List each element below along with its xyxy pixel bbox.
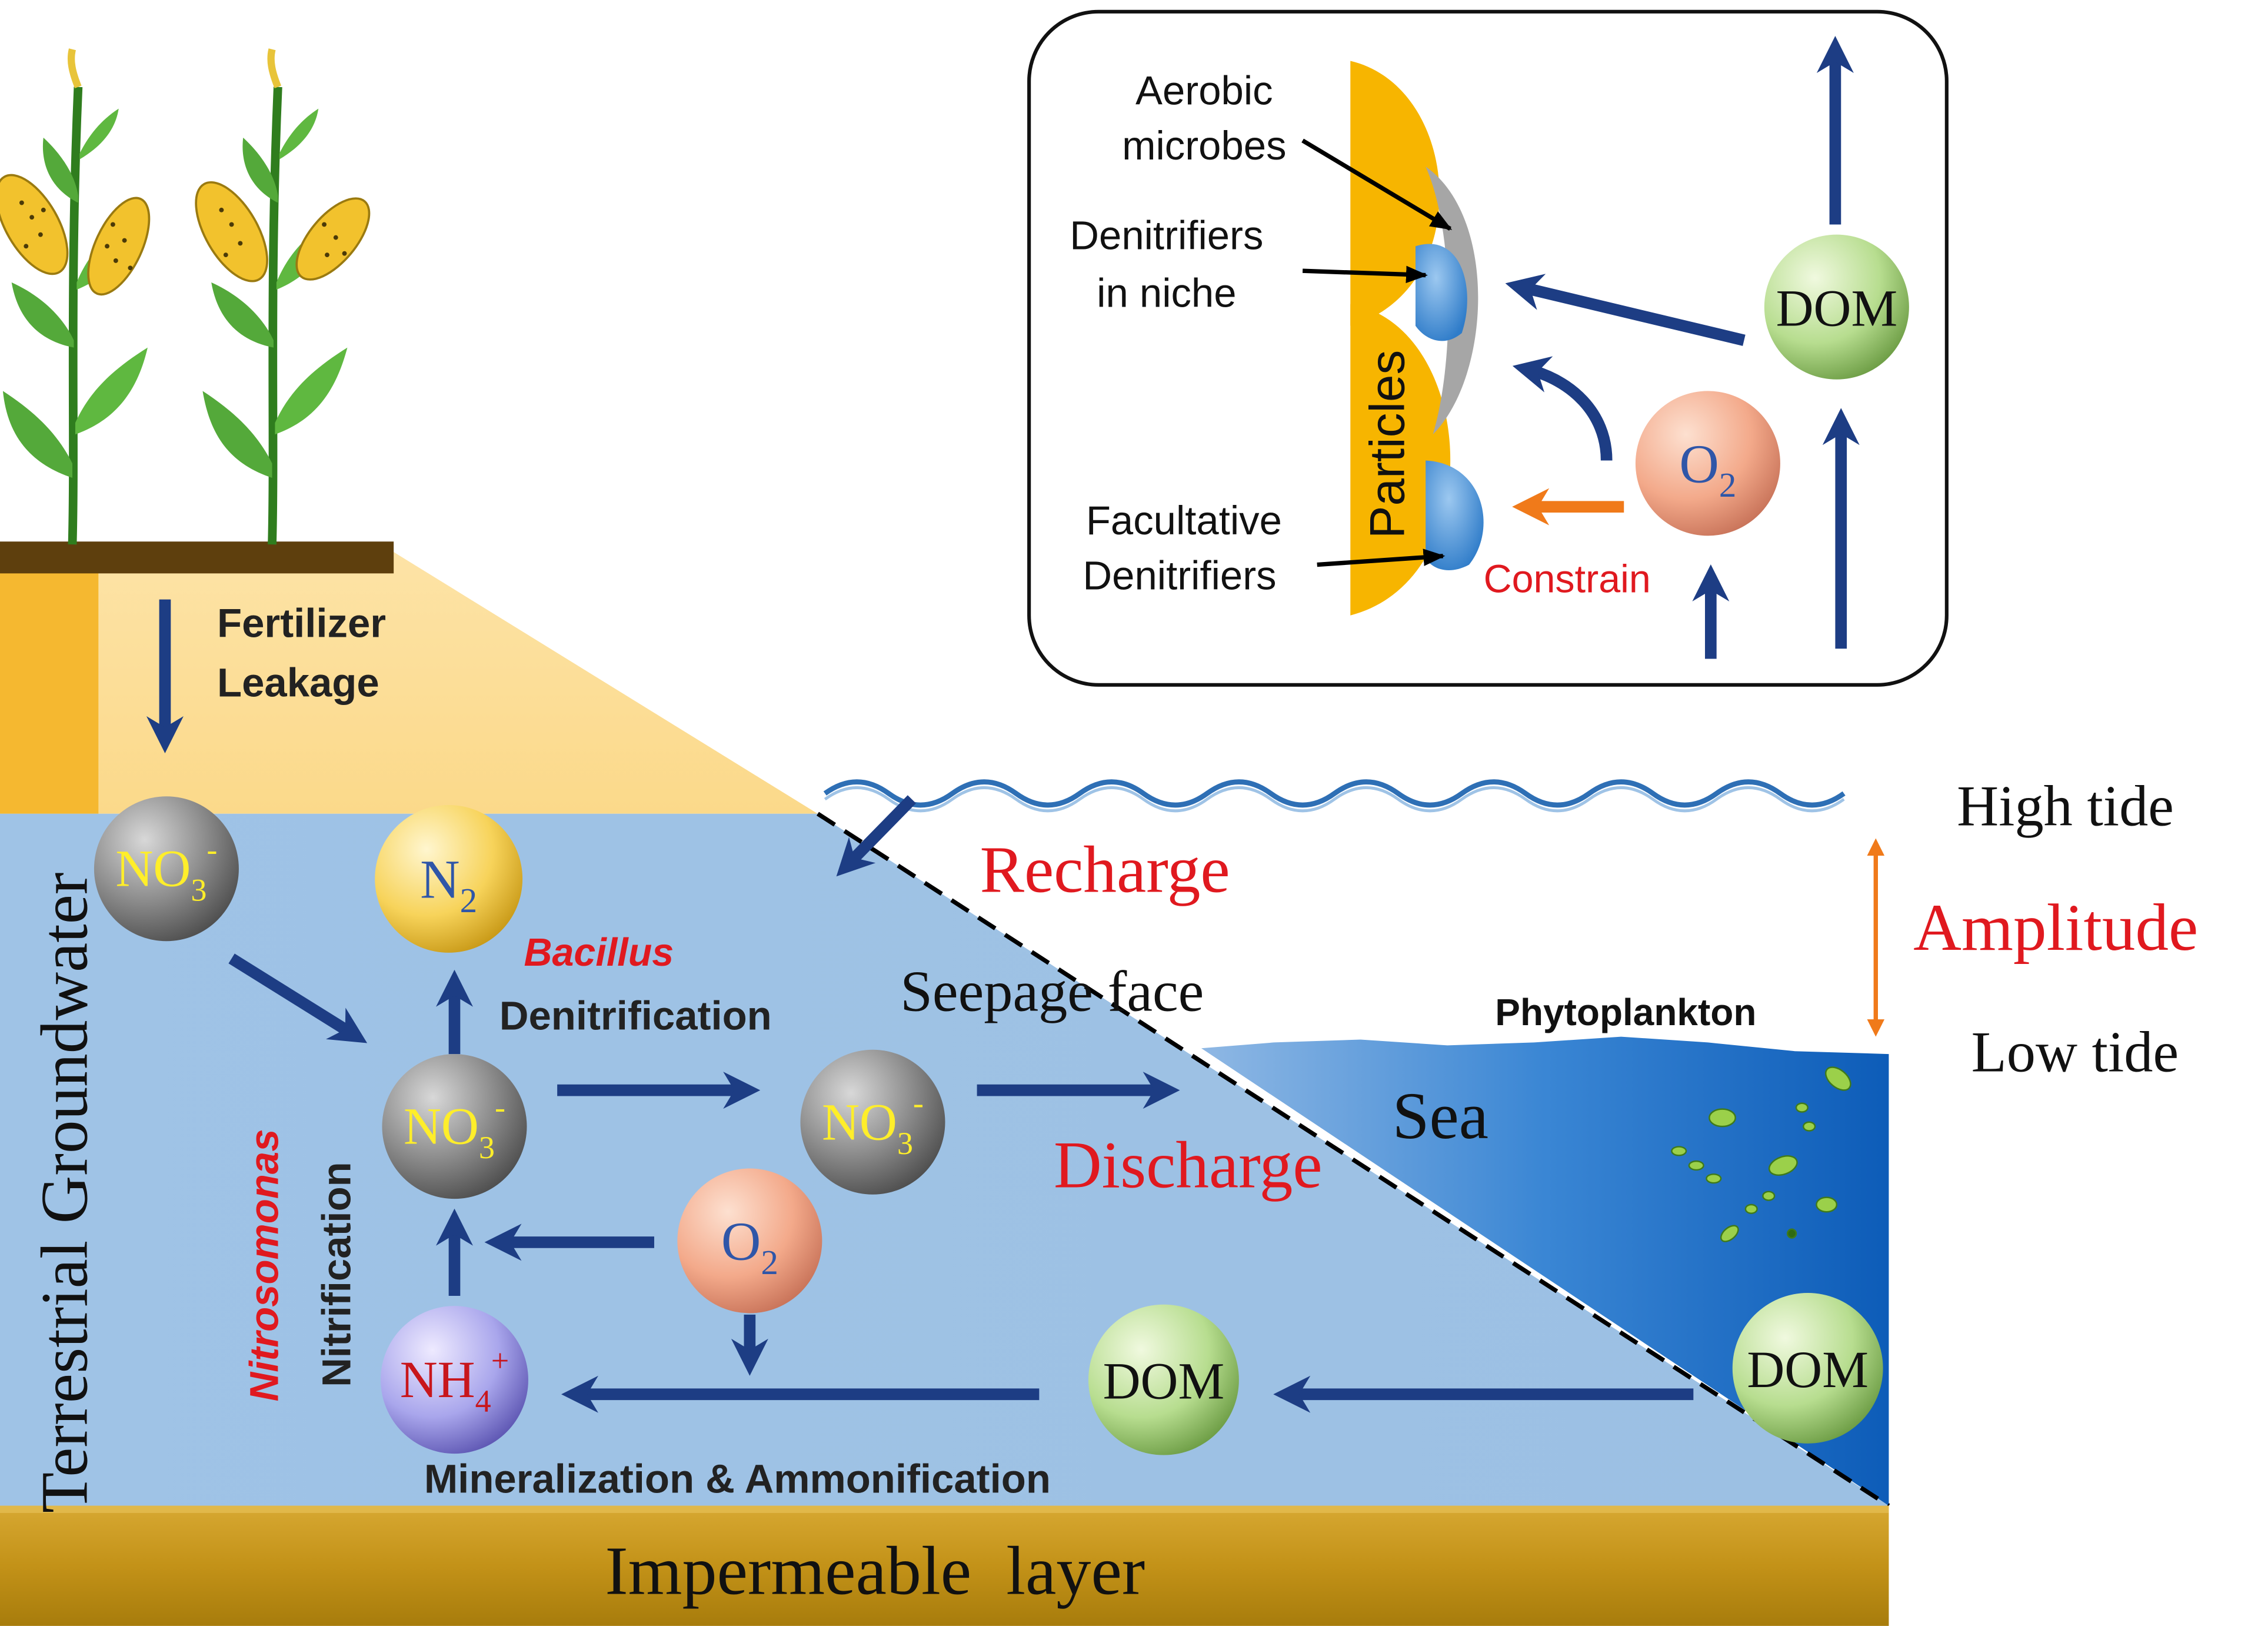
- sea-label: Sea: [1393, 1079, 1488, 1153]
- fertilizer-label-line1: Fertilizer: [217, 601, 386, 646]
- denitrifiers-label-line2: in niche: [1097, 271, 1236, 316]
- bacillus-label: Bacillus: [524, 931, 674, 975]
- nitrosomonas-label: Nitrosomonas: [241, 1129, 287, 1401]
- inset-panel: Particles Aerobic microbes Denitrifiers …: [1027, 9, 1949, 687]
- svg-text:DOM: DOM: [1776, 280, 1898, 338]
- high-tide-wave: [823, 779, 1846, 808]
- fertilizer-label-line2: Leakage: [217, 660, 379, 705]
- inset-curved-arrow: [1512, 356, 1613, 461]
- corn-plant-right: [195, 48, 371, 545]
- node-o2-main: O2: [677, 1168, 822, 1314]
- arrow-recharge: [836, 795, 916, 877]
- node-nh4: NH4+: [381, 1306, 528, 1454]
- low-tide-label: Low tide: [1971, 1020, 2179, 1085]
- facultative-label-line2: Denitrifiers: [1083, 553, 1276, 598]
- constrain-label: Constrain: [1484, 557, 1651, 601]
- phytoplankton-cells: [1671, 1066, 1851, 1242]
- seepage-dashed-line: [816, 812, 1890, 1508]
- node-dom-center: DOM: [1088, 1304, 1239, 1455]
- impermeable-top-edge: [0, 1505, 1889, 1513]
- inset-arrow-dom-to-particle: [1505, 274, 1746, 346]
- high-tide-wave-shadow: [824, 786, 1845, 813]
- node-o2-inset: O2: [1635, 391, 1780, 536]
- svg-text:DOM: DOM: [1103, 1353, 1225, 1411]
- sea-zone: [1201, 1036, 1889, 1506]
- particles-label: Particles: [1359, 350, 1414, 539]
- terrestrial-yellow-zone: [0, 550, 818, 814]
- aerobic-label-line1: Aerobic: [1135, 68, 1273, 113]
- svg-text:O2: O2: [1679, 434, 1736, 504]
- svg-text:NH4+: NH4+: [400, 1343, 509, 1419]
- recharge-label: Recharge: [980, 833, 1230, 907]
- corn-plant-left: [0, 48, 151, 545]
- impermeable-layer: [0, 1505, 1889, 1626]
- pointer-facultative: [1317, 548, 1446, 567]
- denitrifiers-label-line1: Denitrifiers: [1070, 212, 1263, 258]
- terrestrial-groundwater-label: Terrestrial Groundwater: [28, 872, 102, 1513]
- node-n2: N2: [375, 804, 523, 953]
- soil-surface: [0, 541, 394, 574]
- svg-text:NO3-: NO3-: [115, 832, 217, 907]
- node-dom-inset: DOM: [1764, 234, 1909, 380]
- svg-text:NO3-: NO3-: [404, 1089, 505, 1165]
- node-no3-right: NO3-: [800, 1049, 945, 1195]
- seepage-face-label: Seepage face: [900, 959, 1204, 1023]
- pointer-denitrifiers: [1302, 265, 1428, 284]
- svg-text:NO3-: NO3-: [822, 1085, 924, 1161]
- facultative-denitrifier-blob: [1426, 460, 1484, 570]
- denitrifier-niche-blob: [1415, 244, 1467, 341]
- aerobic-label-line2: microbes: [1122, 123, 1286, 168]
- denitrification-label: Denitrification: [499, 993, 772, 1038]
- discharge-label: Discharge: [1054, 1128, 1323, 1202]
- high-tide-label: High tide: [1957, 774, 2174, 838]
- mineralization-label: Mineralization & Ammonification: [424, 1457, 1051, 1502]
- node-dom-sea: DOM: [1732, 1293, 1883, 1444]
- svg-text:O2: O2: [721, 1211, 778, 1282]
- arrow-no3-to-center: [228, 953, 368, 1043]
- svg-text:N2: N2: [420, 849, 477, 920]
- node-no3-left: NO3-: [94, 796, 239, 942]
- facultative-label-line1: Facultative: [1086, 498, 1282, 543]
- svg-text:DOM: DOM: [1747, 1341, 1869, 1399]
- terrestrial-dark-yellow-strip: [0, 550, 99, 814]
- impermeable-layer-label: Impermeable layer: [605, 1532, 1145, 1610]
- phytoplankton-label: Phytoplankton: [1495, 991, 1756, 1033]
- amplitude-label: Amplitude: [1913, 891, 2198, 965]
- nitrification-label: Nitrification: [314, 1162, 359, 1387]
- pointer-aerobic: [1301, 138, 1453, 231]
- particle-bottom: [1350, 304, 1451, 616]
- node-no3-center: NO3-: [382, 1054, 527, 1199]
